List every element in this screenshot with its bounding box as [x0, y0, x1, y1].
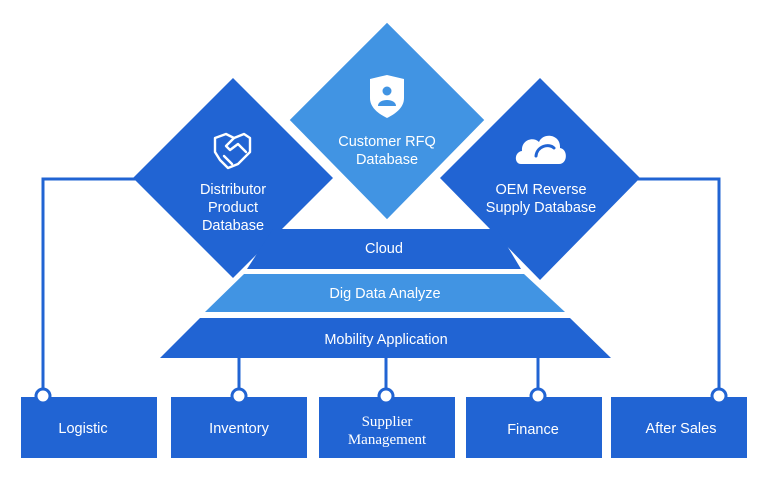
connector-node: [710, 387, 728, 405]
module-box: [466, 397, 602, 458]
module-logistic[interactable]: Logistic: [21, 387, 157, 458]
handshake-icon: [213, 132, 252, 170]
connector-node: [529, 387, 547, 405]
diamond-shape: [284, 17, 490, 225]
connector-node: [230, 387, 248, 405]
database-distributor[interactable]: Distributor Product Database: [133, 78, 333, 278]
layer-mobility[interactable]: Mobility Application: [160, 318, 611, 358]
connector-oem-after-sales: [635, 177, 721, 393]
layer-dig-data[interactable]: Dig Data Analyze: [205, 274, 565, 312]
module-label: Inventory: [209, 421, 269, 437]
module-inventory[interactable]: Inventory: [171, 387, 307, 458]
module-label: After Sales: [646, 421, 717, 437]
connector-distributor-logistic: [41, 177, 140, 393]
module-supplier-management[interactable]: Supplier Management: [319, 387, 455, 458]
cloud-icon: [515, 135, 566, 164]
diamond-shape: [440, 78, 640, 280]
layer-shape: [247, 229, 521, 269]
diamond-shape: [133, 78, 333, 278]
module-box: [611, 397, 747, 458]
connector-node: [377, 387, 395, 405]
module-label: Finance: [507, 422, 559, 438]
layer-shape: [205, 274, 565, 312]
database-label-line-1: OEM Reverse: [495, 182, 586, 198]
module-after-sales[interactable]: After Sales: [611, 387, 747, 458]
database-oem-reverse[interactable]: OEM Reverse Supply Database: [440, 78, 640, 280]
layer-shape: [160, 318, 611, 358]
connector-node: [34, 387, 52, 405]
database-label-line-2: Database: [356, 152, 418, 168]
module-label-line-2: Management: [348, 432, 427, 448]
module-box: [171, 397, 307, 458]
database-label-line-2: Product: [208, 200, 258, 216]
database-label-line-3: Database: [202, 218, 264, 234]
database-label-line-1: Distributor: [200, 182, 266, 198]
layer-label: Cloud: [365, 241, 403, 257]
database-label-line-2: Supply Database: [486, 200, 596, 216]
module-label: Logistic: [58, 421, 107, 437]
connectors: [41, 177, 721, 393]
layer-label: Dig Data Analyze: [329, 286, 440, 302]
module-box: [21, 397, 157, 458]
module-label-line-1: Supplier: [362, 414, 413, 430]
layer-cloud[interactable]: Cloud: [247, 229, 521, 269]
module-box: [319, 397, 455, 458]
shield-user-icon: [370, 75, 404, 118]
layer-label: Mobility Application: [324, 332, 447, 348]
module-finance[interactable]: Finance: [466, 387, 602, 458]
database-label-line-1: Customer RFQ: [338, 134, 436, 150]
database-customer-rfq[interactable]: Customer RFQ Database: [284, 17, 490, 225]
